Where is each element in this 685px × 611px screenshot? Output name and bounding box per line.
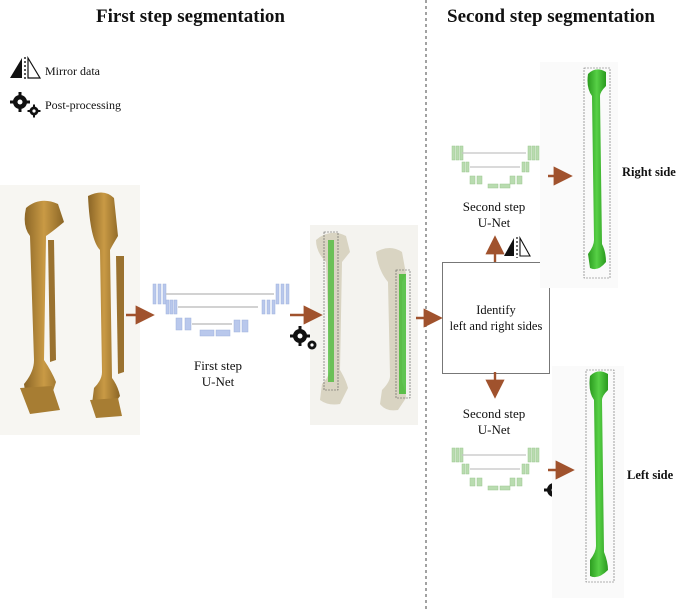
second-unet-top-line2: U-Net xyxy=(477,215,511,230)
left-side-label: Left side xyxy=(627,468,674,482)
left-side-bone-segment xyxy=(552,366,624,598)
second-unet-bottom-diagram xyxy=(451,447,540,491)
second-unet-bottom-label: Second step U-Net xyxy=(449,406,539,438)
second-step-title: Second step segmentation xyxy=(447,6,655,27)
mirror-data-icon-2 xyxy=(504,235,531,258)
second-unet-top-diagram xyxy=(451,145,540,189)
first-unet-line1: First step xyxy=(193,358,243,373)
identify-line2: left and right sides xyxy=(449,319,543,333)
gear-icon xyxy=(10,92,41,118)
right-side-label: Right side xyxy=(622,165,676,179)
second-unet-top-label: Second step U-Net xyxy=(449,199,539,231)
first-unet-line2: U-Net xyxy=(201,374,235,389)
post-processing-gear-icon-1 xyxy=(290,326,317,350)
segmented-leg-bones xyxy=(310,225,418,425)
first-unet-label: First step U-Net xyxy=(178,358,258,390)
first-step-title: First step segmentation xyxy=(96,6,285,27)
first-unet-diagram xyxy=(152,283,290,337)
input-leg-bones xyxy=(0,185,140,435)
second-unet-bottom-line1: Second step xyxy=(462,406,526,421)
second-unet-bottom-line2: U-Net xyxy=(477,422,511,437)
legend-post-label: Post-processing xyxy=(45,98,121,112)
flow-arrows xyxy=(126,166,575,480)
mirror-icon xyxy=(10,55,42,80)
legend-mirror-label: Mirror data xyxy=(45,64,100,78)
identify-line1: Identify xyxy=(476,303,516,317)
second-unet-top-line1: Second step xyxy=(462,199,526,214)
identify-sides-box: Identify left and right sides xyxy=(442,262,550,374)
